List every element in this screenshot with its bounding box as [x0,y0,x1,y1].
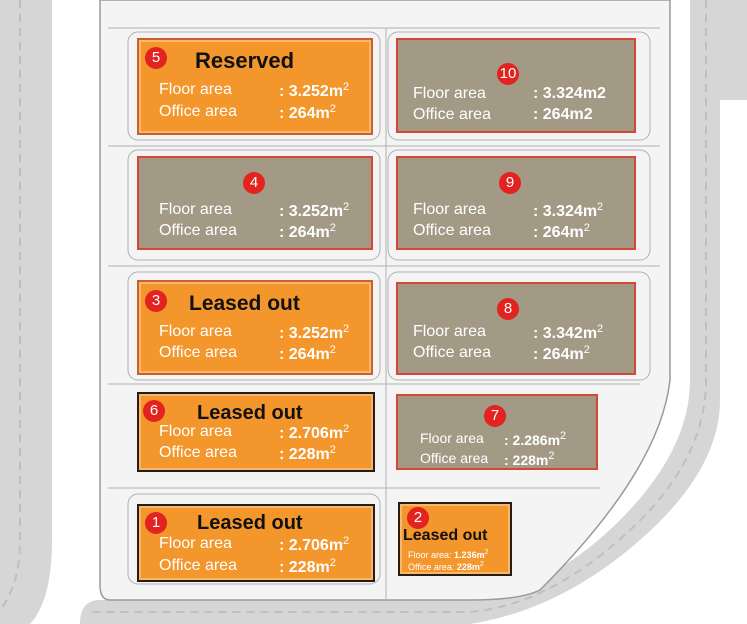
office-area-value: : 264m [533,346,584,363]
office-area-row: Office area : 264m2 [413,106,593,124]
office-area-label: Office area [159,444,237,461]
floor-area-label: Floor area [159,323,232,340]
office-area-row: Office area : 228m2 [420,450,555,468]
floor-area-value: : 2.286m [504,432,561,448]
floor-area-row: Floor area : 2.706m2 [159,535,350,554]
unit-status: Leased out [403,527,488,544]
office-area-value: : 264m [279,105,330,122]
floor-area-label: Floor area [413,323,486,340]
floor-area-label: Floor area: [408,550,452,560]
floor-area-row: Floor area : 3.324m2 [413,85,606,103]
floor-area-row: Floor area : 3.324m2 [413,201,604,220]
unit-1[interactable]: 1 Leased out Floor area : 2.706m2 Office… [137,504,375,582]
office-area-value: : 264m [279,346,330,363]
office-area-value: : 228m [279,559,330,576]
floor-area-value: : 3.252m [279,83,344,100]
office-area-label: Office area [159,344,237,361]
unit-3[interactable]: 3 Leased out Floor area : 3.252m2 Office… [137,280,373,375]
office-area-value: : 264m [279,224,330,241]
office-area-row: Office area : 264m2 [413,222,590,241]
office-area-label: Office area [413,222,491,239]
floor-area-row: Floor area : 2.286m2 [420,430,567,448]
floor-area-label: Floor area [413,201,486,218]
floor-area-row: Floor area : 2.706m2 [159,423,350,442]
floor-area-label: Floor area [159,423,232,440]
floor-area-value: : 3.324m [533,203,598,220]
unit-status: Leased out [197,512,303,534]
office-area-row: Office area : 228m2 [159,557,336,576]
left-road [0,0,52,624]
unit-number-badge: 9 [499,172,521,194]
unit-status: Reserved [195,48,295,73]
floor-area-row: Floor area : 3.342m2 [413,323,604,342]
floor-area-value: : 3.342m [533,325,598,342]
floor-area-label: Floor area [420,430,484,446]
office-area-row: Office area : 264m2 [413,344,590,363]
unit-status: Leased out [197,402,303,424]
office-area-value: : 228m [279,446,330,463]
office-area-row: Office area : 264m2 [159,344,336,363]
office-area-value: : 264m [533,224,584,241]
unit-number-badge: 6 [143,400,165,422]
unit-7[interactable]: 7 Floor area : 2.286m2 Office area : 228… [396,394,598,470]
floor-area-row: Floor area: 1.236m2 [408,549,489,560]
office-area-value: 228m [456,562,480,572]
unit-number-badge: 2 [407,507,429,529]
office-area-label: Office area [159,222,237,239]
office-area-label: Office area [413,344,491,361]
unit-number-badge: 8 [497,298,519,320]
office-area-row: Office area : 264m2 [159,103,336,122]
unit-status: Leased out [189,292,300,315]
unit-6[interactable]: 6 Leased out Floor area : 2.706m2 Office… [137,392,375,472]
unit-10[interactable]: 10 Floor area : 3.324m2 Office area : 26… [396,38,636,133]
floor-area-value: 1.236m [454,550,485,560]
unit-number-badge: 5 [145,47,167,69]
floor-area-value: : 3.324m2 [533,85,606,102]
floor-area-value: : 3.252m [279,203,344,220]
unit-number-badge: 10 [497,63,519,85]
unit-number-badge: 7 [484,405,506,427]
unit-9[interactable]: 9 Floor area : 3.324m2 Office area : 264… [396,156,636,250]
unit-number-badge: 1 [145,512,167,534]
office-area-row: Office area : 228m2 [159,444,336,463]
unit-4[interactable]: 4 Floor area : 3.252m2 Office area : 264… [137,156,373,250]
office-area-label: Office area [420,450,489,466]
unit-5[interactable]: 5 Reserved Floor area : 3.252m2 Office a… [137,38,373,135]
office-area-value: : 264m2 [533,106,593,123]
office-area-value: : 228m [504,452,549,468]
floor-area-label: Floor area [159,81,232,98]
office-area-label: Office area: [408,562,455,572]
unit-number-badge: 3 [145,290,167,312]
floor-area-label: Floor area [159,535,232,552]
floor-area-row: Floor area : 3.252m2 [159,323,350,342]
floor-area-row: Floor area : 3.252m2 [159,201,350,220]
unit-2[interactable]: 2 Leased out Floor area: 1.236m2 Office … [398,502,512,576]
office-area-label: Office area [159,557,237,574]
floor-area-value: : 3.252m [279,325,344,342]
floor-area-value: : 2.706m [279,537,344,554]
office-area-label: Office area [159,103,237,120]
floor-area-row: Floor area : 3.252m2 [159,81,350,100]
office-area-row: Office area: 228m2 [408,561,484,572]
unit-8[interactable]: 8 Floor area : 3.342m2 Office area : 264… [396,282,636,375]
unit-number-badge: 4 [243,172,265,194]
floor-area-label: Floor area [159,201,232,218]
floor-area-value: : 2.706m [279,425,344,442]
floor-area-label: Floor area [413,85,486,102]
office-area-label: Office area [413,106,491,123]
office-area-row: Office area : 264m2 [159,222,336,241]
